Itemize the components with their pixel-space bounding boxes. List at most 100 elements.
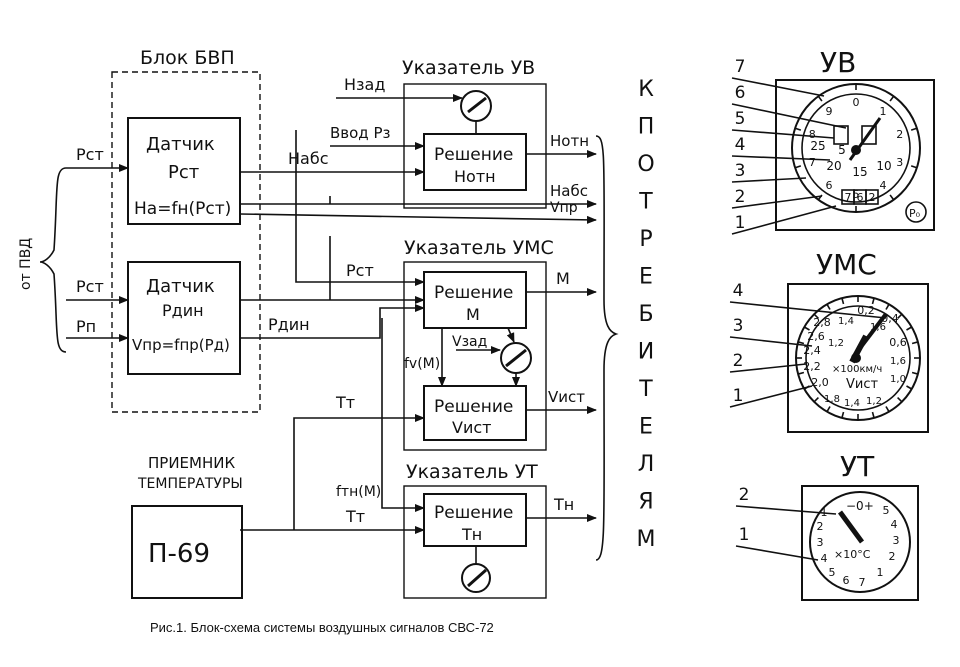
gauge-ut-top: −0+ bbox=[846, 499, 874, 513]
gauge-uv-callout-number: 2 bbox=[735, 187, 746, 207]
gauge-uv-callout-number: 3 bbox=[735, 161, 746, 181]
vvod-p3-label: Ввод Рз bbox=[330, 124, 390, 142]
gauge-ums-tick bbox=[803, 326, 810, 331]
gauge-ums-outer-label: 2,4 bbox=[803, 344, 821, 357]
gauge-ut-callout-line bbox=[735, 505, 837, 515]
pst-mid-label: Рст bbox=[346, 261, 374, 280]
gauge-ums-frame bbox=[787, 283, 929, 433]
uv-title: Указатель УВ bbox=[402, 57, 535, 79]
gauge-uv-callout-number: 4 bbox=[735, 135, 746, 155]
ums-indicator-border bbox=[403, 261, 547, 451]
gauge-ums-tick bbox=[906, 385, 913, 390]
gauge-uv-scale-label: 3 bbox=[896, 156, 903, 169]
fv-m-label: fv(М) bbox=[404, 356, 440, 372]
ut-solver-box bbox=[423, 493, 527, 547]
ums-solver-m-line2: М bbox=[466, 305, 480, 324]
gauge-uv-counter-cell bbox=[865, 189, 879, 205]
gauge-uv-scale-label: 6 bbox=[825, 179, 832, 192]
gauge-uv-scale-label: 9 bbox=[825, 105, 832, 118]
gauge-ums-outer-label: 0,2 bbox=[857, 304, 875, 317]
gauge-ut-scale-label: 6 bbox=[843, 574, 850, 587]
ums-solver-v-box bbox=[423, 385, 527, 441]
h-abs-label: Набс bbox=[288, 149, 329, 168]
pdin-line bbox=[240, 304, 425, 339]
gauge-uv-window-right bbox=[861, 125, 877, 145]
gauge-ut-callouts: 21 bbox=[735, 485, 837, 561]
gauge-ums-outer-label: 2,2 bbox=[803, 360, 821, 373]
gauge-uv-tick bbox=[889, 95, 895, 102]
uv-dial-needle bbox=[467, 96, 487, 114]
gauge-ut-scale-label: 4 bbox=[821, 552, 828, 565]
pdin-mid-label: Рдин bbox=[268, 315, 310, 334]
consumers-letter: И bbox=[638, 340, 654, 365]
gauge-ums-inner-label: 1,2 bbox=[866, 396, 882, 407]
gauge-uv-frame bbox=[775, 79, 935, 231]
gauge-uv-callout-number: 1 bbox=[735, 213, 746, 233]
ums-dial-needle bbox=[505, 348, 527, 368]
tt2-label: Тт bbox=[345, 507, 365, 526]
sensor-pdin-line2: Рдин bbox=[162, 301, 204, 320]
gauge-uv-scale-label: 8 bbox=[809, 128, 816, 141]
gauge-uv-counter-digit: 7 bbox=[845, 191, 852, 204]
consumers-letter: Я bbox=[638, 490, 653, 515]
gauge-uv-scale-label: 2 bbox=[896, 128, 903, 141]
tt-ums-line bbox=[293, 414, 425, 530]
gauge-ums-callout-line bbox=[729, 301, 887, 319]
pp-input-label: Рп bbox=[76, 317, 96, 336]
bvp-title: Блок БВП bbox=[140, 47, 235, 69]
uv-solver-line2: Нотн bbox=[454, 167, 496, 186]
gauge-uv-callout-line bbox=[731, 195, 823, 209]
uv-solver-box bbox=[423, 133, 527, 191]
v-pr-out-label: Vпр bbox=[550, 200, 578, 216]
consumers-letter: Е bbox=[639, 265, 653, 290]
consumers-letter: Б bbox=[638, 302, 653, 327]
pst-mid-line bbox=[295, 130, 425, 286]
consumers-brace bbox=[595, 135, 619, 561]
v-ist-out-label: Vист bbox=[548, 388, 585, 406]
gauge-ums-tick bbox=[797, 371, 805, 375]
gauge-ums-title: УМС bbox=[816, 248, 877, 281]
gauge-uv-scale-label: 0 bbox=[853, 96, 860, 109]
gauge-uv-tick bbox=[794, 165, 802, 169]
gauge-uv-counter-digit: 6 bbox=[857, 191, 864, 204]
pst-input2-label: Рст bbox=[76, 277, 104, 296]
sensor-pst-line2: Рст bbox=[168, 162, 199, 183]
gauge-uv-callout-line bbox=[731, 177, 807, 183]
gauge-ut-unit: ×10°С bbox=[834, 548, 871, 561]
gauge-uv-tick bbox=[817, 95, 823, 102]
gauge-uv-tick bbox=[910, 165, 918, 169]
receiver-box bbox=[131, 505, 243, 599]
gauge-ums-callout-line bbox=[729, 363, 807, 373]
gauge-ums-outer-label: 2,6 bbox=[807, 330, 825, 343]
ums-solver-v-line1: Решение bbox=[434, 397, 513, 417]
receiver-box-label: П-69 bbox=[148, 539, 210, 569]
gauge-ums-label: Vист bbox=[846, 377, 878, 392]
consumers-letter: Т bbox=[638, 190, 653, 215]
gauge-ums-tick bbox=[826, 406, 831, 413]
gauge-ums-tick bbox=[841, 297, 845, 305]
consumers-letter: М bbox=[637, 527, 656, 552]
gauge-uv-tick bbox=[889, 194, 895, 201]
gauge-uv-inner-label: 25 bbox=[810, 139, 825, 153]
gauge-uv-hub bbox=[851, 145, 861, 155]
ut-dial-needle bbox=[467, 568, 487, 588]
gauge-uv-callout-line bbox=[731, 129, 835, 139]
gauge-uv-title: УВ bbox=[820, 46, 856, 79]
gauge-ut-scale-label: 5 bbox=[883, 504, 890, 517]
gauge-ums-tick bbox=[885, 406, 890, 413]
tt1-label: Тт bbox=[335, 393, 355, 412]
gauge-uv-callout-line bbox=[731, 77, 825, 97]
gauge-uv-badge-label: Р₀ bbox=[909, 207, 921, 220]
gauge-uv-inner-label: 20 bbox=[826, 159, 841, 173]
gauge-ums-tick bbox=[906, 326, 913, 331]
gauge-uv-inner bbox=[801, 93, 911, 203]
consumers-letter: П bbox=[638, 115, 655, 140]
th-out-label: Тн bbox=[553, 495, 574, 514]
gauge-uv-scale-label: 4 bbox=[880, 179, 887, 192]
ums-solver-v-line2: Vист bbox=[452, 418, 491, 437]
